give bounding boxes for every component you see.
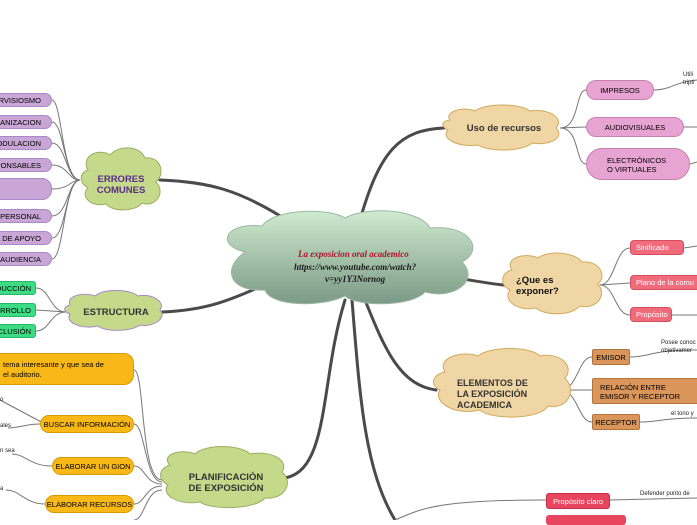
elementos-title-line1: ELEMENTOS DE [457,378,528,388]
recursos-side-line2: tripti [683,80,695,86]
errores-cloud [80,147,162,211]
elaborar-recursos-label: ELABORAR RECURSOS [46,499,133,509]
planificacion-tema-line1: tema interesante y que sea de [3,360,104,369]
recursos-audiovisuales[interactable]: AUDIOVISUALES [586,117,684,137]
errores-item-4[interactable]: PONSABLES [0,158,52,172]
elaborar-gion[interactable]: ELABORAR UN GION [52,457,134,475]
exponer-proposito[interactable]: Propósito [630,307,672,322]
proposito-claro[interactable]: Propósito claro [546,493,610,509]
errores-item-1[interactable]: RVISIOSMO [0,93,52,107]
elementos-relacion[interactable]: RELACIÓN ENTRE EMISOR Y RECEPTOR [592,378,697,404]
errores-item-1-label: RVISIOSMO [0,95,41,105]
planificacion-side-1: o [0,397,4,403]
errores-item-2[interactable]: ANIZACION [0,115,52,129]
branch-recursos [358,126,446,222]
estructura-item-3-label: CLUSIÓN [0,326,31,336]
elementos-emisor-label: EMISOR [596,352,626,362]
planificacion-title-line1: PLANIFICACIÓN [188,472,264,483]
exponer-plano-label: Plano de la comu [636,278,694,287]
elaborar-recursos[interactable]: ELABORAR RECURSOS [45,495,134,513]
errores-item-3-label: ODULACION [0,138,41,148]
exponer-title-line2: exponer? [516,286,559,298]
elementos-receptor-label: RECEPTOR [595,417,637,427]
planificacion-side-4: a [0,486,4,492]
errores-title-line1: ERRORES [97,174,145,185]
buscar-informacion[interactable]: BUSCAR INFORMACIÓN [40,415,134,433]
exponer-proposito-label: Propósito [636,310,668,319]
branch-errores [158,178,292,224]
errores-item-3[interactable]: ODULACION [0,136,52,150]
center-cloud[interactable] [226,210,474,305]
center-link-line1[interactable]: https://www.youtube.com/watch? [294,262,417,272]
recursos-title[interactable]: Uso de recursos [466,123,542,134]
estructura-title[interactable]: ESTRUCTURA [83,307,149,318]
planificacion-side-2: ales [0,423,12,429]
errores-item-5[interactable] [0,178,52,200]
proposito-note: Defender punto de [640,491,690,497]
elementos-note2: el tono y [671,411,694,417]
proposito-next-item[interactable] [546,515,626,525]
recursos-audiovisuales-label: AUDIOVISUALES [604,122,666,132]
elementos-title-line3: ACADEMICA [457,399,512,410]
elementos-title-line2: LA EXPOSICIÓN [457,388,528,399]
exponer-significado-label: Sinificado [636,243,669,252]
planificacion-cloud [160,446,288,509]
errores-item-8[interactable]: AUDIENCIA [0,252,52,266]
planificacion-title-line2: DE EXPOSICIÓN [188,483,264,495]
elementos-title[interactable]: ELEMENTOS DE LA EXPOSICIÓN ACADEMICA [457,378,557,410]
estructura-item-2[interactable]: ARROLLO [0,303,36,317]
planificacion-title[interactable]: PLANIFICACIÓN DE EXPOSICIÓN [176,472,276,495]
exponer-title-line1: ¿Que es [516,275,554,286]
recursos-cloud [442,104,560,151]
estructura-item-3[interactable]: CLUSIÓN [0,324,36,338]
recursos-electronicos[interactable]: ELECTRÓNICOS O VIRTUALES [586,148,690,180]
recursos-electronicos-line2: O VIRTUALES [607,165,657,175]
errores-item-2-label: ANIZACION [0,117,41,127]
planificacion-side-3: n sea [0,448,15,454]
elementos-relacion-line2: EMISOR Y RECEPTOR [600,392,681,402]
estructura-item-2-label: ARROLLO [0,305,31,315]
center-title: La exposicion oral academico [298,249,409,259]
errores-title[interactable]: ERRORES COMUNES [90,174,152,197]
proposito-claro-label: Propósito claro [552,496,604,506]
elementos-note1-line1: Posee conoc [661,340,696,346]
elementos-note1-line2: objetivamer [661,348,693,354]
recursos-electronicos-line1: ELECTRÓNICOS [607,156,667,165]
elementos-relacion-line1: RELACIÓN ENTRE [600,383,666,392]
errores-title-line2: COMUNES [96,185,146,197]
recursos-impresos[interactable]: IMPRESOS [586,80,654,100]
exponer-plano[interactable]: Plano de la comu [630,275,697,290]
branch-planificacion [283,298,347,480]
recursos-side-line1: Utili [683,72,693,78]
planificacion-tema[interactable]: tema interesante y que sea de el auditor… [0,353,134,385]
errores-item-8-label: AUDIENCIA [0,254,41,264]
errores-item-7[interactable]: L DE APOYO [0,231,52,245]
exponer-cloud [502,252,603,315]
errores-item-4-label: PONSABLES [0,160,41,170]
estructura-item-1[interactable]: DUCCIÓN [0,281,36,295]
branch-elementos [363,298,438,392]
estructura-cloud [64,289,163,331]
elaborar-gion-label: ELABORAR UN GION [55,461,131,471]
exponer-significado[interactable]: Sinificado [630,240,684,255]
estructura-item-1-label: DUCCIÓN [0,283,31,293]
errores-item-6-label: N PERSONAL [0,211,41,221]
planificacion-tema-line2: el auditorio. [3,369,42,379]
elementos-emisor[interactable]: EMISOR [592,349,630,365]
buscar-informacion-label: BUSCAR INFORMACIÓN [43,419,131,429]
center-link-line2[interactable]: v=yy1Y3Nornog [325,274,386,284]
branch-proposito [350,298,397,520]
elementos-receptor[interactable]: RECEPTOR [592,414,640,430]
errores-item-7-label: L DE APOYO [0,233,41,243]
recursos-impresos-label: IMPRESOS [600,85,640,95]
errores-item-6[interactable]: N PERSONAL [0,209,52,223]
exponer-title[interactable]: ¿Que es exponer? [516,275,576,298]
elementos-cloud [432,348,571,418]
